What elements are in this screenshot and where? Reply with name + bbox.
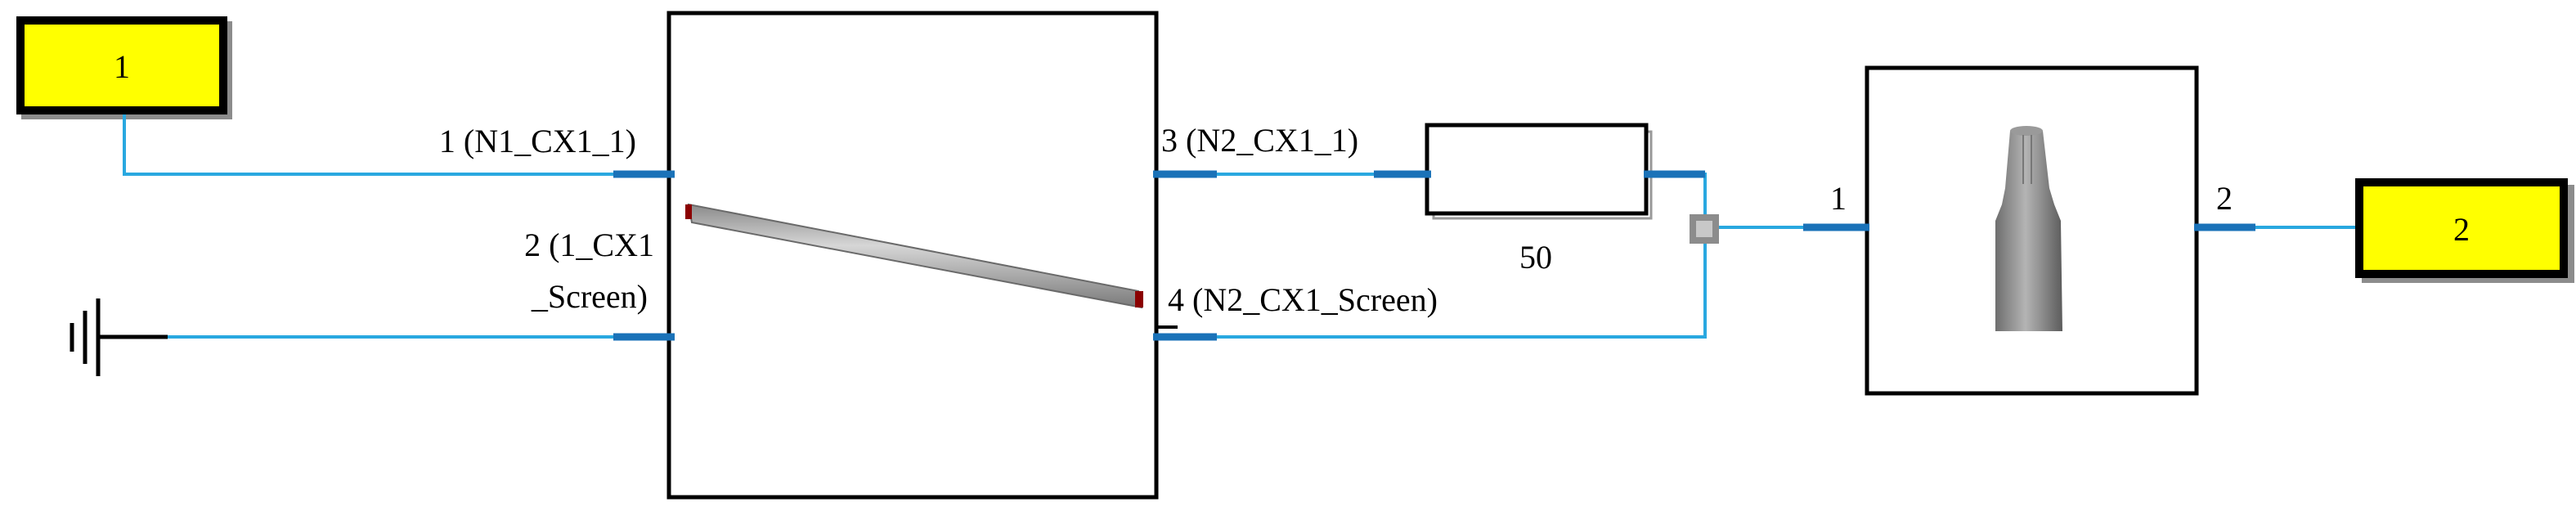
coax-pin2-label-line1: 2 (1_CX1 bbox=[524, 227, 654, 263]
connector-icon bbox=[1995, 126, 2062, 331]
coax-cable-icon bbox=[685, 203, 1143, 309]
wire-in-to-pin1[interactable] bbox=[123, 114, 622, 176]
input-port-1[interactable]: 1 bbox=[16, 16, 232, 119]
resistor-value: 50 bbox=[1519, 239, 1552, 276]
coax-pin2-label-line2: _Screen) bbox=[531, 278, 648, 315]
input-port-label: 1 bbox=[114, 48, 130, 85]
coax-pin3-label: 3 (N2_CX1_1) bbox=[1161, 122, 1358, 159]
connector-block[interactable]: 1 2 bbox=[1803, 65, 2255, 396]
coax-pin4-label: 4 (N2_CX1_Screen) bbox=[1168, 281, 1438, 318]
ground-icon bbox=[70, 298, 168, 376]
junction-node[interactable] bbox=[1690, 214, 1719, 244]
connector-pin1-label: 1 bbox=[1830, 180, 1847, 217]
output-port-label: 2 bbox=[2453, 211, 2470, 248]
resistor[interactable]: 50 bbox=[1374, 123, 1705, 276]
wire-pin4-to-node[interactable] bbox=[1153, 227, 1707, 339]
coax-cable-block[interactable]: 1 (N1_CX1_1) 2 (1_CX1 _Screen) 3 (N2_CX1… bbox=[439, 11, 1438, 500]
connector-pin2-label: 2 bbox=[2216, 180, 2233, 217]
output-port-2[interactable]: 2 bbox=[2355, 178, 2574, 283]
coax-pin1-label: 1 (N1_CX1_1) bbox=[439, 123, 636, 159]
